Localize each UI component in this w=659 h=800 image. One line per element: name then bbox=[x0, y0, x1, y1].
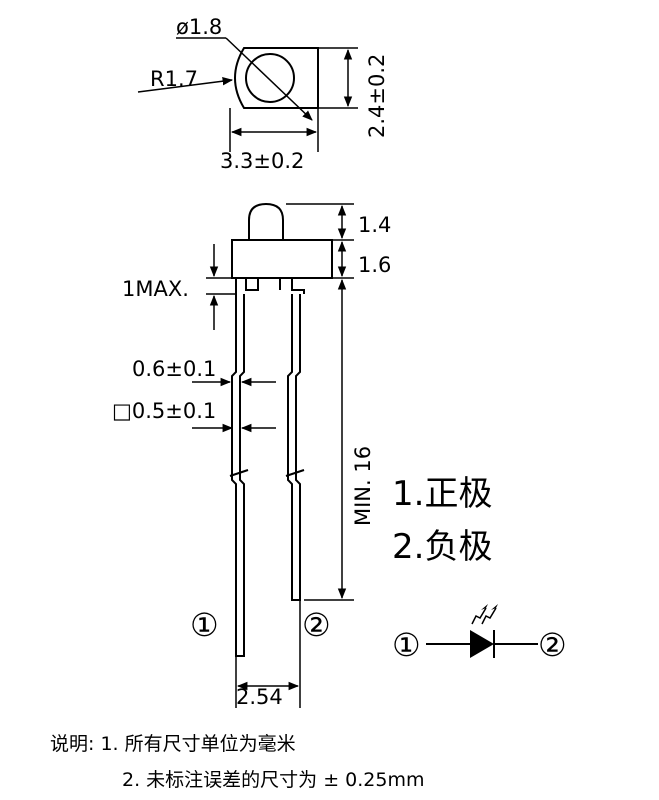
notes-line1: 说明: 1. 所有尺寸单位为毫米 bbox=[50, 733, 296, 755]
lead-shoulder-right bbox=[279, 278, 305, 294]
legend-cathode: 2.负极 bbox=[392, 527, 492, 567]
pin-legend: 1.正极 2.负极 bbox=[392, 474, 492, 567]
lead-width-label: 0.6±0.1 bbox=[132, 357, 216, 381]
lead-left-break bbox=[229, 469, 249, 477]
pin1-label: ① bbox=[190, 606, 219, 644]
symbol-pin2-label: ② bbox=[538, 626, 567, 664]
lead-square-label: □0.5±0.1 bbox=[112, 399, 216, 423]
diode-symbol: ① ② bbox=[392, 604, 567, 664]
dome-height-label: 1.4 bbox=[358, 213, 391, 237]
body-height-label: 1.6 bbox=[358, 253, 391, 277]
top-view-outline bbox=[234, 47, 319, 109]
height-label: 2.4±0.2 bbox=[365, 54, 389, 138]
light-emission-icon bbox=[471, 604, 498, 625]
pin2-label: ② bbox=[302, 606, 331, 644]
symbol-pin1-label: ① bbox=[392, 626, 421, 664]
notes: 说明: 1. 所有尺寸单位为毫米 2. 未标注误差的尺寸为 ± 0.25mm bbox=[50, 733, 425, 791]
led-dome bbox=[248, 202, 284, 240]
diameter-label: ø1.8 bbox=[176, 15, 222, 39]
standoff-label: 1MAX. bbox=[122, 277, 189, 301]
lead-right-break bbox=[285, 469, 305, 477]
legend-anode: 1.正极 bbox=[392, 474, 492, 514]
notes-line2: 2. 未标注误差的尺寸为 ± 0.25mm bbox=[122, 769, 425, 791]
diode-triangle-icon bbox=[470, 630, 494, 658]
lead-left bbox=[231, 294, 245, 657]
top-view: ø1.8 R1.7 2.4±0.2 3.3±0.2 bbox=[137, 15, 389, 173]
led-body bbox=[231, 239, 333, 279]
lead-right bbox=[287, 294, 301, 601]
dome-circle bbox=[245, 53, 295, 103]
width-label: 3.3±0.2 bbox=[220, 149, 304, 173]
radius-leader bbox=[137, 77, 234, 93]
pitch-label: 2.54 bbox=[236, 685, 283, 709]
lead-shoulder-left bbox=[235, 278, 259, 294]
side-view: 1.4 1.6 1MAX. 0.6±0.1 □0.5±0.1 MIN. 16 ①… bbox=[112, 202, 391, 709]
diameter-leader bbox=[225, 37, 313, 121]
lead-length-label: MIN. 16 bbox=[351, 446, 375, 526]
radius-label: R1.7 bbox=[150, 67, 198, 91]
